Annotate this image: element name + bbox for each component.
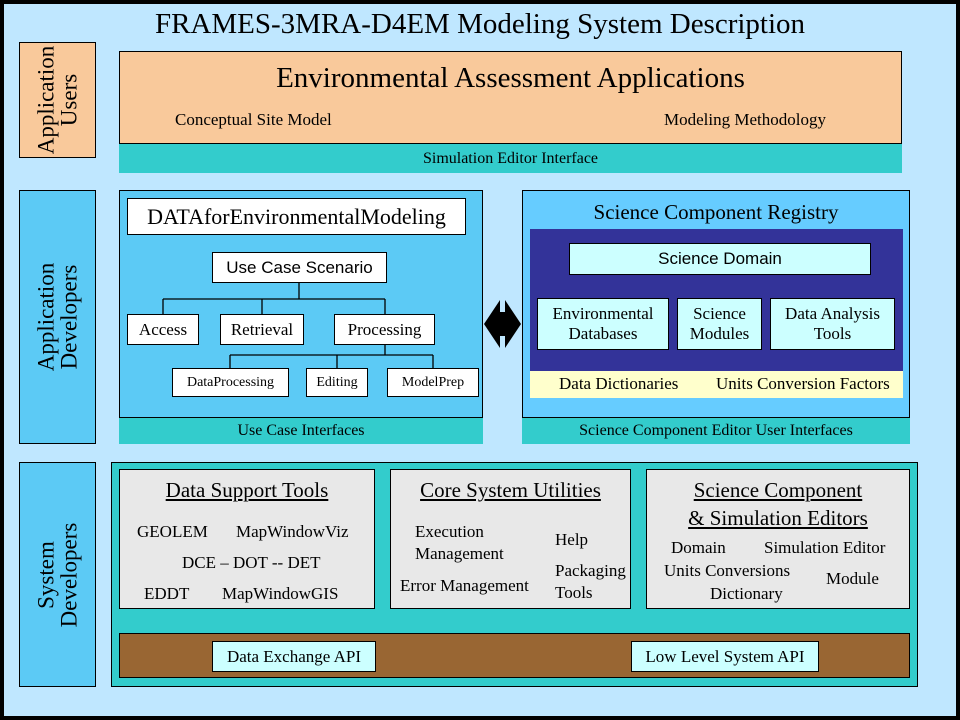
editor-domain: Domain [671,538,726,557]
science-component-editor-interfaces: Science Component Editor User Interfaces [522,418,910,444]
use-case-scenario-node: Use Case Scenario [212,252,387,283]
row-label-users: Application Users [19,42,96,158]
data-exchange-api: Data Exchange API [212,641,376,672]
core-utilities-panel [390,469,631,609]
editor-simulation-editor: Simulation Editor [764,538,886,557]
error-management: Error Management [400,576,529,595]
editors-title-line2: & Simulation Editors [688,506,868,530]
tool-mapwindowgis: MapWindowGIS [222,584,339,603]
packaging-tools: Packaging Tools [555,561,626,602]
model-prep-node: ModelPrep [387,368,479,397]
low-level-system-api: Low Level System API [631,641,819,672]
conceptual-site-model: Conceptual Site Model [175,110,332,129]
editor-units-conversions: Units Conversions [664,561,791,580]
simulation-editor-interface: Simulation Editor Interface [119,144,902,173]
dictionaries-strip [530,371,903,398]
diagram-title: FRAMES-3MRA-D4EM Modeling System Descrip… [154,8,806,40]
access-node: Access [127,314,199,345]
data4em-title: DATAforEnvironmentalModeling [127,198,466,235]
environmental-databases-box: Environmental Databases [537,298,669,350]
editor-dictionary: Dictionary [710,584,783,603]
tool-geolem: GEOLEM [137,522,208,541]
data-analysis-tools-box: Data Analysis Tools [770,298,895,350]
core-utilities-title: Core System Utilities [420,478,601,502]
registry-title: Science Component Registry [593,200,839,224]
editor-module: Module [826,569,879,588]
tool-eddt: EDDT [144,584,190,603]
modeling-methodology: Modeling Methodology [664,110,826,129]
editors-title-line1: Science Component [693,478,863,502]
use-case-interfaces: Use Case Interfaces [119,418,483,444]
data-processing-node: DataProcessing [172,368,289,397]
env-apps-title: Environmental Assessment Applications [276,62,745,94]
env-apps-panel [119,51,902,144]
help: Help [555,530,589,549]
tool-dce-dot-det: DCE – DOT -- DET [182,553,321,572]
retrieval-node: Retrieval [220,314,304,345]
processing-node: Processing [334,314,435,345]
row-label-developers: Application Developers [19,190,96,444]
units-conversion-factors: Units Conversion Factors [716,374,890,393]
data-dictionaries: Data Dictionaries [559,374,679,393]
data-support-tools-title: Data Support Tools [165,478,329,502]
row-label-system: System Developers [19,462,96,687]
data-support-tools-panel [119,469,375,609]
execution-management: Execution Management [415,522,504,563]
bidirectional-arrow-icon [484,300,521,348]
science-domain-box: Science Domain [569,243,871,275]
editors-panel [646,469,910,609]
science-modules-box: Science Modules [677,298,762,350]
editing-node: Editing [306,368,368,397]
tool-mapwindowviz: MapWindowViz [236,522,349,541]
